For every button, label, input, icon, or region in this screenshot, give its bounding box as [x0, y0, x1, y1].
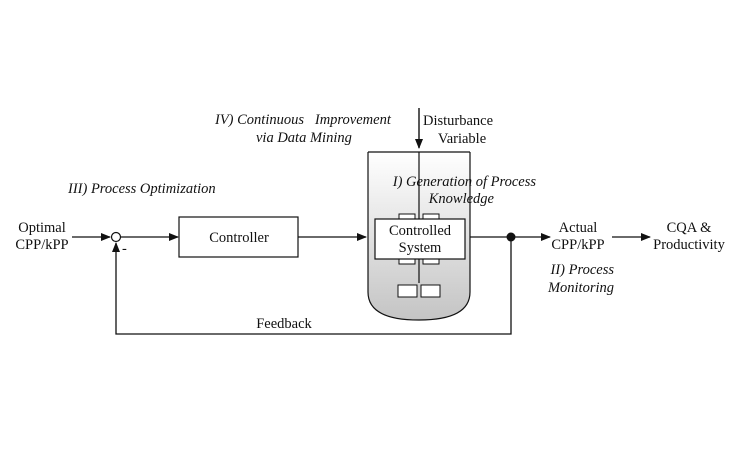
controlled-system-box — [374, 218, 466, 260]
phase-ii-line2: Monitoring — [547, 280, 614, 296]
cqa-label-line2: Productivity — [653, 237, 725, 253]
phase-i-line1: I) Generation of Process — [392, 174, 537, 190]
feedback-path — [112, 237, 512, 335]
phase-i-line2: Knowledge — [428, 191, 495, 207]
phase-iii-label: III) Process Optimization — [67, 181, 216, 197]
phase-iv-line1: IV) Continuous Improvement — [214, 112, 392, 128]
disturbance-label-line2: Variable — [438, 131, 486, 147]
actual-label-line1: Actual — [559, 220, 598, 236]
phase-iv-line2: via Data Mining — [256, 130, 352, 146]
disturbance-label-line1: Disturbance — [423, 113, 493, 129]
minus-sign: - — [122, 241, 127, 257]
feedback-label: Feedback — [256, 316, 312, 332]
controller-label: Controller — [209, 230, 269, 246]
impeller-bottom-right — [420, 284, 441, 298]
phase-ii-line1: II) Process — [550, 262, 615, 278]
controlled-system-label-line2: System — [399, 240, 442, 256]
cqa-label-line1: CQA & — [667, 220, 712, 236]
controlled-system-label-line1: Controlled — [389, 223, 452, 239]
summing-junction — [110, 231, 122, 243]
optimal-label-line2: CPP/kPP — [15, 237, 68, 253]
actual-label-line2: CPP/kPP — [551, 237, 604, 253]
impeller-bottom-left — [397, 284, 418, 298]
optimal-label-line1: Optimal — [18, 220, 66, 236]
